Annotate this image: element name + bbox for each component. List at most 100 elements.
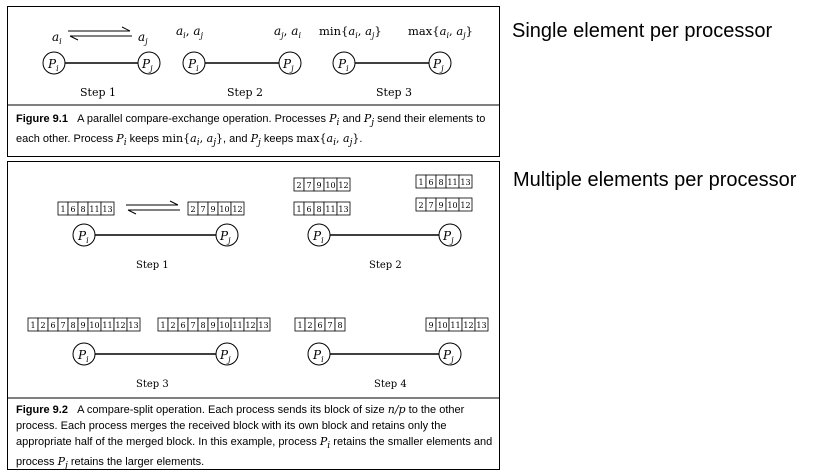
block-step3-pi-value: 9 (80, 321, 85, 330)
block-step2-pj-bottom-value: 10 (447, 201, 457, 210)
block-step3-pi-value: 8 (70, 321, 75, 330)
f2-node-pj-3 (215, 342, 239, 366)
block-step4-pi-value: 6 (317, 321, 322, 330)
node-pj-1-label: Pj (141, 57, 153, 73)
block-step2-pj-bottom-value: 12 (460, 201, 470, 210)
block-step2-pi-bottom-cell (336, 201, 351, 216)
block-step4-pj-value: 11 (450, 321, 460, 330)
node-pj-3-label: Pj (432, 57, 444, 73)
block-step2-pi-top-value: 7 (306, 181, 311, 190)
block-step4-pi-cell (334, 317, 346, 332)
block-step1-pi-value: 1 (60, 205, 65, 214)
block-step2-pj-bottom-value: 2 (418, 201, 423, 210)
f2-arrow-left-head (127, 209, 137, 215)
node-pj-3 (428, 51, 452, 75)
block-step3-pj-cell (256, 317, 271, 332)
block-step3-pi-cell (126, 317, 141, 332)
block-step2-pj-top-value: 6 (428, 178, 433, 187)
figure-9-1-caption: Figure 9.1 A parallel compare-exchange o… (16, 112, 486, 149)
fig1-step2-label: Step 2 (227, 86, 263, 99)
fig2-step1-label: Step 1 (136, 260, 169, 271)
node-pi-3-label: Pi (337, 57, 349, 73)
svg-text:Pj: Pj (442, 229, 454, 245)
block-step3-pj-value: 6 (180, 321, 185, 330)
figure-9-1-panel: ai aj Pi Pj Step 1 ai, aj aj, ai Pi Pj S… (7, 6, 500, 157)
block-step1-pi-value: 6 (70, 205, 75, 214)
block-step4-pi-value: 8 (337, 321, 342, 330)
step2-left-values: ai, aj (176, 24, 204, 40)
caption-label-2: Figure 9.2 (16, 404, 68, 416)
block-step1-pj-value: 9 (210, 205, 215, 214)
figure-9-2-panel: Pi Pj Pi Pj Pi Pj Pi Pj Step 1 Step 2 (7, 161, 500, 471)
block-step2-pi-top-value: 2 (296, 181, 301, 190)
fig2-step4-label: Step 4 (374, 379, 407, 390)
block-step1-pj-value: 2 (190, 205, 195, 214)
step1-aj-label: aj (138, 30, 148, 46)
f2-node-pj-4 (438, 342, 462, 366)
svg-text:Pi: Pi (77, 229, 89, 245)
step3-max-label: max{ai, aj} (408, 24, 473, 40)
block-step3-pj-value: 7 (190, 321, 195, 330)
block-step3-pi-value: 11 (102, 321, 112, 330)
heading-single: Single element per processor (512, 20, 773, 42)
block-step3-pj-value: 12 (245, 321, 255, 330)
block-step2-pi-top-value: 9 (316, 181, 321, 190)
block-step2-pi-bottom-value: 1 (296, 205, 301, 214)
arrow-right-head (121, 26, 131, 32)
block-step3-pi-value: 2 (40, 321, 45, 330)
fig2-step2-label: Step 2 (369, 260, 402, 271)
block-step3-pj-value: 8 (200, 321, 205, 330)
block-step1-pi-value: 8 (80, 205, 85, 214)
step2-right-values: aj, ai (274, 24, 301, 40)
block-step4-pj-value: 10 (437, 321, 447, 330)
svg-text:Pi: Pi (312, 348, 324, 364)
node-pj-2-label: Pj (282, 57, 294, 73)
block-step1-pj-value: 12 (232, 205, 242, 214)
block-step4-pj-value: 12 (463, 321, 473, 330)
block-step2-pi-bottom-value: 11 (325, 205, 335, 214)
node-pj-2 (278, 51, 302, 75)
f2-step4-nodes: Pi Pj (307, 342, 462, 366)
block-step2-pi-bottom-value: 13 (338, 205, 348, 214)
svg-text:Pj: Pj (219, 348, 231, 364)
block-step2-pj-top-cell (458, 174, 473, 189)
block-step2-pj-bottom-value: 7 (428, 201, 433, 210)
block-step2-pi-top-cell (336, 177, 351, 192)
block-step4-pi-value: 7 (327, 321, 332, 330)
f2-step2-nodes: Pi Pj (307, 223, 462, 247)
block-step2-pj-top-value: 1 (418, 178, 423, 187)
block-step3-pj-value: 10 (219, 321, 229, 330)
block-step2-pj-bottom-value: 9 (438, 201, 443, 210)
block-step3-pi-value: 1 (30, 321, 35, 330)
block-step1-pi-value: 11 (89, 205, 99, 214)
block-step3-pi-value: 10 (89, 321, 99, 330)
f2-node-pj-1 (215, 223, 239, 247)
svg-text:Pj: Pj (219, 229, 231, 245)
svg-text:Pi: Pi (77, 348, 89, 364)
block-step3-pj-value: 1 (160, 321, 165, 330)
block-step3-pi-value: 12 (115, 321, 125, 330)
f2-node-pj-2 (438, 223, 462, 247)
node-pi-2-label: Pi (187, 57, 199, 73)
block-step3-pi-value: 7 (60, 321, 65, 330)
block-step4-pi-value: 1 (297, 321, 302, 330)
block-step2-pj-top-value: 13 (460, 178, 470, 187)
block-step1-pi-value: 13 (102, 205, 112, 214)
block-step3-pj-value: 13 (258, 321, 268, 330)
figure-9-2-diagram: Pi Pj Pi Pj Pi Pj Pi Pj Step 1 Step 2 (8, 174, 499, 399)
block-step2-pj-top-value: 8 (438, 178, 443, 187)
block-step2-pi-bottom-value: 6 (306, 205, 311, 214)
block-step4-pi-value: 2 (307, 321, 312, 330)
block-step2-pi-top-value: 12 (338, 181, 348, 190)
figure-9-1-diagram: ai aj Pi Pj Step 1 ai, aj aj, ai Pi Pj S… (8, 24, 499, 106)
